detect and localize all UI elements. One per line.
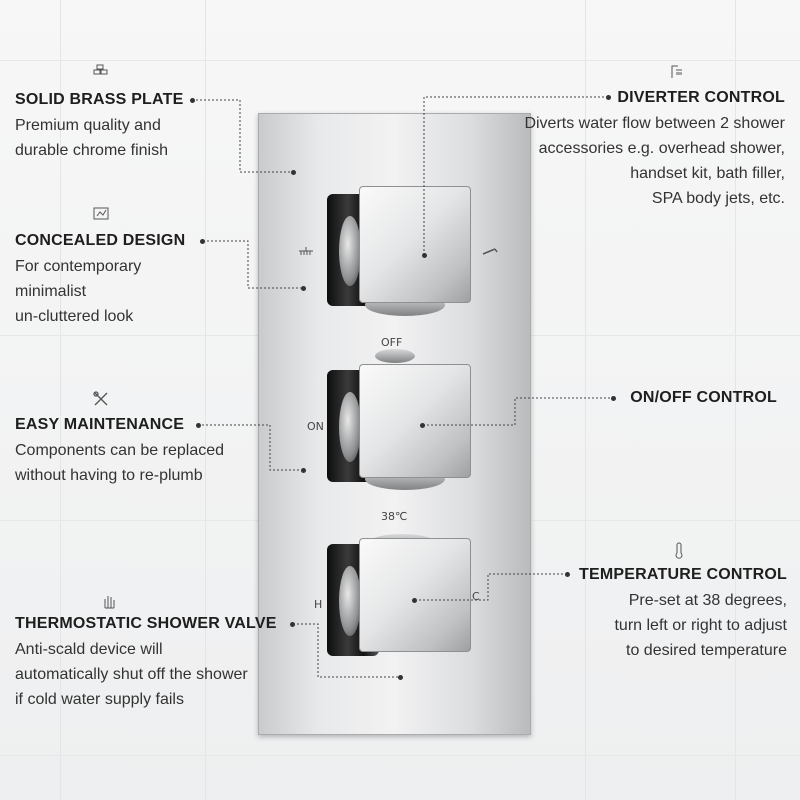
handset-icon [481, 242, 499, 255]
wall-tile-line [0, 60, 800, 61]
leader-dot [196, 423, 201, 428]
onoff-title: ON/OFF CONTROL [630, 389, 777, 406]
temperature-preset-label: 38℃ [381, 510, 408, 523]
leader-dot [200, 239, 205, 244]
wall-tile-line [205, 0, 206, 800]
shower-valve-plate: OFF ON 38℃ H C [258, 113, 531, 735]
thermostatic-title: THERMOSTATIC SHOWER VALVE [15, 615, 277, 632]
leader-dot [290, 622, 295, 627]
brass-bars-icon [92, 60, 110, 78]
leader-dot [190, 98, 195, 103]
leader-dot [301, 286, 306, 291]
leader-dot [606, 95, 611, 100]
leader-dot [412, 598, 417, 603]
wall-tile-line [60, 0, 61, 800]
diverter-title: DIVERTER CONTROL [617, 89, 785, 106]
tools-icon [92, 390, 110, 408]
blueprint-icon [92, 205, 110, 223]
diverter-handle [327, 186, 477, 321]
leader-dot [565, 572, 570, 577]
shower-head-icon [668, 62, 686, 80]
temperature-description: Pre-set at 38 degrees,turn left or right… [614, 592, 787, 659]
maintenance-title: EASY MAINTENANCE [15, 416, 185, 433]
temperature-handle [327, 534, 477, 674]
wall-tile-line [735, 0, 736, 800]
concealed-title: CONCEALED DESIGN [15, 232, 186, 249]
hot-label: H [314, 598, 323, 611]
off-label: OFF [381, 336, 403, 349]
leader-dot [420, 423, 425, 428]
solid-brass-title: SOLID BRASS PLATE [15, 91, 184, 108]
on-label: ON [307, 420, 324, 433]
leader-dot [422, 253, 427, 258]
overhead-shower-icon [297, 242, 315, 255]
flow-dial-top [375, 349, 415, 363]
leader-dot [611, 396, 616, 401]
cold-label: C [472, 590, 480, 603]
temperature-title: TEMPERATURE CONTROL [579, 566, 787, 583]
wall-tile-line [0, 755, 800, 756]
wall-tile-line [585, 0, 586, 800]
leader-dot [398, 675, 403, 680]
leader-dot [291, 170, 296, 175]
hand-icon [100, 592, 118, 610]
leader-dot [301, 468, 306, 473]
thermometer-icon [670, 542, 688, 560]
onoff-handle [327, 364, 477, 494]
